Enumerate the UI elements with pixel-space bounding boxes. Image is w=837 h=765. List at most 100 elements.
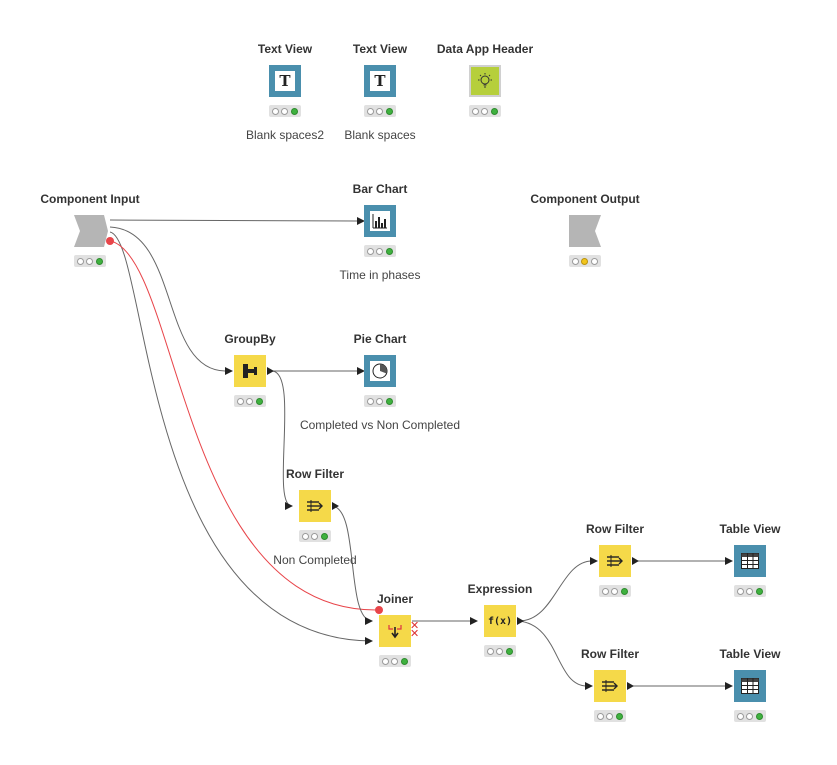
- text-view-node-box[interactable]: T: [269, 65, 301, 97]
- status-lamp-green: [95, 257, 103, 265]
- status-traffic-light: [569, 255, 601, 267]
- table-view-node-box[interactable]: [734, 545, 766, 577]
- lightbulb-icon: [478, 73, 492, 88]
- status-lamp-green: [385, 397, 393, 405]
- output-port[interactable]: [332, 502, 339, 510]
- row-filter-node-box[interactable]: [599, 545, 631, 577]
- status-traffic-light: [364, 105, 396, 117]
- status-lamp-red: [472, 107, 480, 115]
- inactive-port-x-icon: ✕: [410, 628, 420, 640]
- status-lamp-yellow: [746, 712, 754, 720]
- status-lamp-red: [572, 257, 580, 265]
- arrowhead: [357, 217, 365, 225]
- data-app-header-node-box[interactable]: [469, 65, 501, 97]
- expression-icon: f(x): [487, 615, 513, 627]
- status-lamp-green: [320, 532, 328, 540]
- status-lamp-red: [367, 107, 375, 115]
- text-t-icon: T: [275, 71, 295, 91]
- table-view-node-box[interactable]: [734, 670, 766, 702]
- arrowhead: [357, 367, 365, 375]
- joiner-node-box[interactable]: [379, 615, 411, 647]
- output-port[interactable]: [627, 682, 634, 690]
- node-label[interactable]: Blank spaces: [344, 128, 416, 142]
- node-title: Expression: [467, 582, 533, 596]
- joiner-icon: [388, 625, 402, 639]
- node-title: Data App Header: [436, 42, 534, 56]
- arrowhead: [285, 502, 293, 510]
- bar-chart-node-box[interactable]: [364, 205, 396, 237]
- pie-chart-icon: [370, 361, 390, 381]
- expression-node-box[interactable]: f(x): [484, 605, 516, 637]
- status-lamp-yellow: [581, 257, 589, 265]
- status-lamp-green: [385, 107, 393, 115]
- flow-variable-port[interactable]: [375, 606, 383, 614]
- component-output-icon[interactable]: [569, 215, 601, 247]
- inactive-port-x-icon: ✕: [410, 620, 420, 632]
- arrowhead: [585, 682, 593, 690]
- wire-input-to-joiner: [109, 231, 373, 642]
- node-label[interactable]: Non Completed: [273, 553, 357, 567]
- wire-expression-to-rowfilter3: [517, 620, 588, 687]
- arrowhead: [365, 637, 373, 645]
- row-filter-icon: [307, 500, 323, 512]
- status-traffic-light: [364, 395, 396, 407]
- table-icon: [741, 553, 759, 569]
- arrowhead: [590, 557, 598, 565]
- status-lamp-green: [400, 657, 408, 665]
- status-traffic-light: [734, 585, 766, 597]
- text-t-icon: T: [370, 71, 390, 91]
- node-title: Text View: [257, 42, 313, 56]
- pie-chart-node-box[interactable]: [364, 355, 396, 387]
- arrowhead: [365, 617, 373, 625]
- status-traffic-light: [599, 585, 631, 597]
- wire-flowvar-to-joiner: [110, 240, 377, 611]
- node-label[interactable]: Time in phases: [339, 268, 421, 282]
- status-traffic-light: [364, 245, 396, 257]
- status-lamp-red: [597, 712, 605, 720]
- node-title: Pie Chart: [353, 332, 407, 346]
- status-lamp-yellow: [246, 397, 254, 405]
- row-filter-node-box[interactable]: [594, 670, 626, 702]
- arrowhead: [725, 682, 733, 690]
- row-filter-node-box[interactable]: [299, 490, 331, 522]
- status-lamp-green: [620, 587, 628, 595]
- flow-variable-port[interactable]: [106, 237, 114, 245]
- status-lamp-yellow: [376, 397, 384, 405]
- text-view-node-box[interactable]: T: [364, 65, 396, 97]
- status-lamp-yellow: [611, 587, 619, 595]
- wire-rowfilter1-to-joiner: [331, 505, 373, 622]
- node-title: Text View: [352, 42, 408, 56]
- status-lamp-yellow: [496, 647, 504, 655]
- status-traffic-light: [299, 530, 331, 542]
- table-icon: [741, 678, 759, 694]
- status-traffic-light: [234, 395, 266, 407]
- component-input-icon[interactable]: [74, 215, 108, 247]
- status-lamp-yellow: [606, 712, 614, 720]
- node-title: Table View: [719, 647, 781, 661]
- status-traffic-light: [484, 645, 516, 657]
- status-lamp-red: [272, 107, 280, 115]
- output-port[interactable]: [267, 367, 274, 375]
- node-label[interactable]: Blank spaces2: [245, 128, 325, 142]
- status-lamp-yellow: [311, 532, 319, 540]
- node-title: Row Filter: [285, 467, 344, 481]
- status-lamp-yellow: [86, 257, 94, 265]
- arrowhead: [725, 557, 733, 565]
- output-port[interactable]: [632, 557, 639, 565]
- node-title: Table View: [719, 522, 781, 536]
- node-label[interactable]: Completed vs Non Completed: [299, 418, 461, 432]
- status-lamp-red: [487, 647, 495, 655]
- wire-groupby-to-rowfilter1: [271, 370, 293, 507]
- status-lamp-red: [302, 532, 310, 540]
- status-traffic-light: [734, 710, 766, 722]
- groupby-node-box[interactable]: [234, 355, 266, 387]
- status-lamp-red: [367, 397, 375, 405]
- status-lamp-yellow: [376, 247, 384, 255]
- status-lamp-red: [237, 397, 245, 405]
- wire-input-to-barchart: [109, 219, 358, 222]
- node-title: Row Filter: [580, 647, 639, 661]
- status-lamp-green: [385, 247, 393, 255]
- output-port[interactable]: [517, 617, 524, 625]
